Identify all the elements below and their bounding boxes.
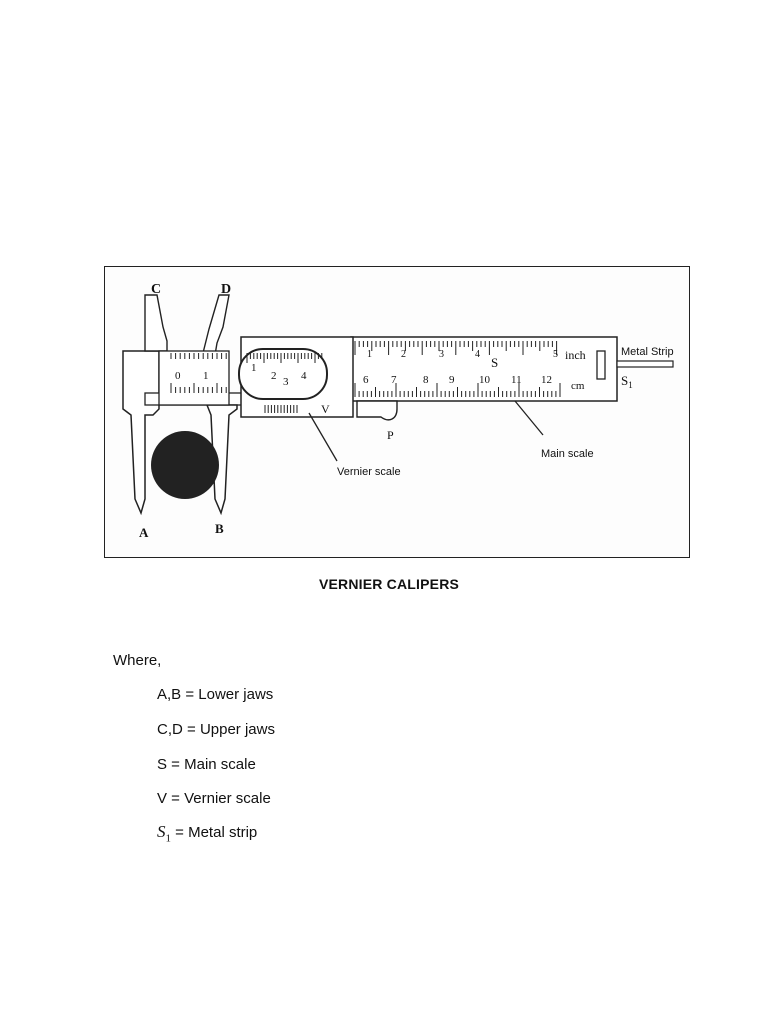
upper-jaw-d [202,294,230,356]
legend-intro: Where, [113,652,162,669]
legend-item-metal-strip: S1 = Metal strip [157,822,258,845]
vernier-number: 4 [301,370,307,382]
inch-number: 2 [401,349,406,360]
jaw-scale-frame [158,350,230,406]
lower-jaw-b [205,404,238,516]
label-s: S [491,355,498,370]
inch-number: 1 [367,349,372,360]
thumb-screw [356,400,398,421]
main-scale-beam [350,336,618,402]
vernier-leader [308,412,338,462]
label-d: D [221,282,231,297]
label-inch: inch [565,348,586,362]
metal-strip-bar [616,360,674,368]
legend-item-vernier-scale: V = Vernier scale [157,790,271,807]
label-b: B [215,521,224,536]
inch-number: 4 [475,349,480,360]
label-a: A [139,525,149,540]
fixed-jaw-body [122,350,160,516]
cm-number: 10 [479,374,491,386]
cm-number: 9 [449,374,455,386]
cm-number: 7 [391,374,397,386]
label-c: C [151,282,161,297]
vernier-window [238,348,328,400]
inch-number: 3 [439,349,444,360]
measured-ball [151,431,219,499]
legend-item-main-scale: S = Main scale [157,756,256,773]
jaw-number: 1 [203,370,209,382]
figure-caption: VERNIER CALIPERS [318,576,460,592]
label-metal-strip: Metal Strip [621,346,674,358]
label-main-scale: Main scale [541,448,594,460]
cm-number: 11 [511,374,522,386]
label-p: P [387,428,394,442]
label-vernier-scale: Vernier scale [337,466,401,478]
jaw-number: 0 [175,370,181,382]
vernier-number: 2 [271,370,277,382]
cm-number: 6 [363,374,369,386]
strip-slot [596,350,606,380]
legend-item-lower-jaws: A,B = Lower jaws [157,686,274,703]
label-s1: S1 [621,373,633,390]
main-scale-leader [514,400,544,436]
upper-jaw-c [144,294,168,352]
scale-ticks [170,341,561,413]
legend: Where, A,B = Lower jaws C,D = Upper jaws… [113,652,275,844]
legend-item-upper-jaws: C,D = Upper jaws [157,721,275,738]
cm-number: 8 [423,374,429,386]
vernier-number: 3 [283,376,289,388]
vernier-number: 1 [251,362,257,374]
label-cm: cm [571,380,585,392]
cm-number: 12 [541,374,552,386]
inch-number: 5 [553,349,558,360]
label-v: V [321,402,330,416]
